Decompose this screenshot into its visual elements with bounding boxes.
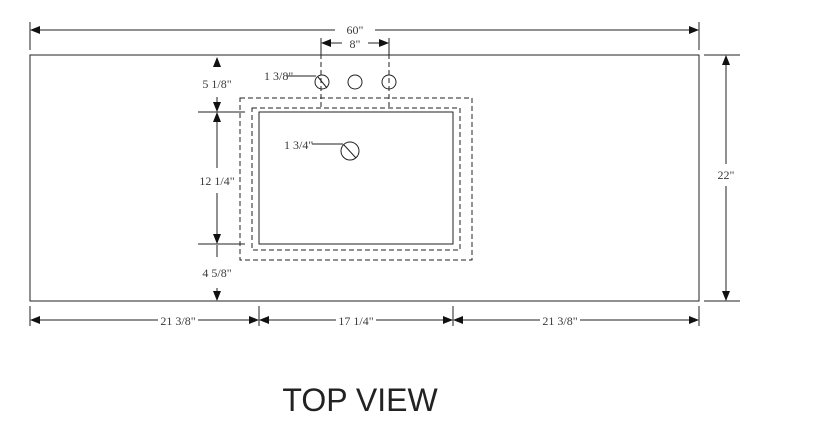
top-to-sink-label: 5 1/8" xyxy=(202,77,231,91)
view-title: TOP VIEW xyxy=(282,382,438,418)
faucet-hole-center xyxy=(347,74,363,90)
faucet-spread-dimension: 8" xyxy=(320,37,390,110)
overall-width-dimension: 60" xyxy=(29,22,700,50)
bottom-width-dimensions: 21 3/8" 17 1/4" 21 3/8" xyxy=(29,306,700,328)
faucet-hole-right xyxy=(381,74,397,90)
overall-width-label: 60" xyxy=(347,23,364,37)
sink-depth-label: 12 1/4" xyxy=(199,174,234,188)
sink-cutout-outer xyxy=(239,97,473,261)
sink-cutout-inner xyxy=(251,107,461,251)
left-offset-label: 21 3/8" xyxy=(160,314,195,328)
faucet-spread-label: 8" xyxy=(350,37,361,51)
overall-depth-label: 22" xyxy=(718,168,735,182)
sink-to-front-label: 4 5/8" xyxy=(202,266,231,280)
drain-hole xyxy=(340,141,360,161)
drain-hole-label: 1 3/4" xyxy=(284,138,313,152)
sink-basin xyxy=(258,111,454,245)
faucet-hole-label: 1 3/8" xyxy=(264,69,293,83)
countertop-outline xyxy=(29,54,700,302)
sink-width-label: 17 1/4" xyxy=(338,314,373,328)
faucet-hole-left xyxy=(314,74,330,90)
left-depth-dimensions: 5 1/8" 12 1/4" 4 5/8" xyxy=(198,57,245,302)
right-offset-label: 21 3/8" xyxy=(542,314,577,328)
drain: 1 3/4" xyxy=(284,138,360,161)
overall-depth-dimension: 22" xyxy=(704,54,740,302)
faucet-holes: 1 3/8" xyxy=(264,69,397,90)
